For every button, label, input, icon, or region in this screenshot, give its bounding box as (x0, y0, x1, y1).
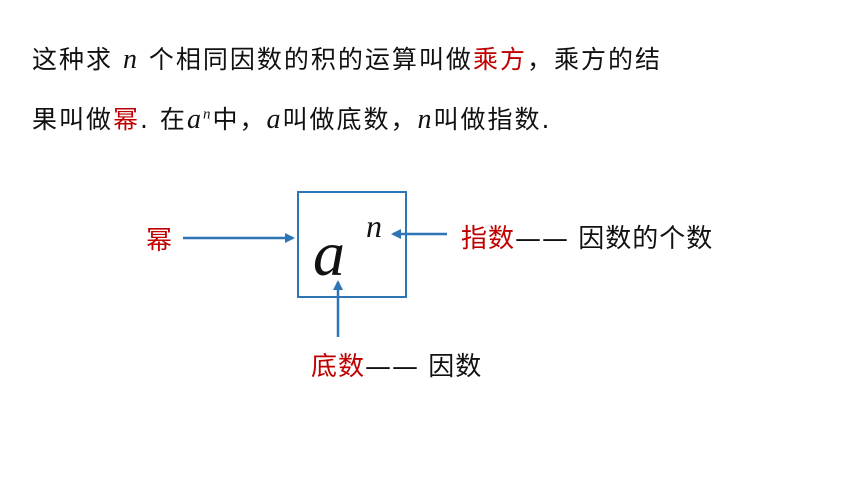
paragraph-line-1: 这种求 n 个相同因数的积的运算叫做乘方，乘方的结 (32, 40, 662, 76)
text-segment: 个相同因数的积的运算叫做 (148, 45, 473, 74)
base-symbol: a (313, 218, 345, 289)
text-segment: 这种求 (32, 45, 114, 74)
paragraph-line-2: 果叫做幂. 在an中，a叫做底数，n叫做指数. (32, 100, 551, 136)
variable-n: n (122, 44, 139, 75)
variable-a: a (186, 104, 203, 135)
variable-a: a (266, 104, 283, 135)
base-label: 底数 (311, 352, 366, 382)
exponent-caption: 指数—— 因数的个数 (461, 218, 713, 255)
text-segment: . 在 (140, 105, 187, 134)
power-box (297, 191, 407, 298)
exponent-description: —— 因数的个数 (515, 224, 714, 254)
power-label: 幂 (146, 226, 174, 256)
term-exponentiation: 乘方 (472, 45, 527, 74)
text-segment: 叫做指数. (433, 105, 552, 134)
base-description: —— 因数 (365, 352, 483, 382)
text-segment: ，乘方的结 (526, 45, 662, 74)
exponent-label: 指数 (461, 224, 516, 254)
text-segment: 中， (212, 105, 267, 134)
superscript-n: n (202, 106, 213, 123)
text-segment: 叫做底数， (282, 105, 418, 134)
text-segment: 果叫做 (32, 105, 114, 134)
base-caption: 底数—— 因数 (311, 346, 482, 383)
variable-n: n (417, 104, 434, 135)
term-power: 幂 (113, 105, 141, 134)
exponent-symbol: n (366, 208, 382, 244)
